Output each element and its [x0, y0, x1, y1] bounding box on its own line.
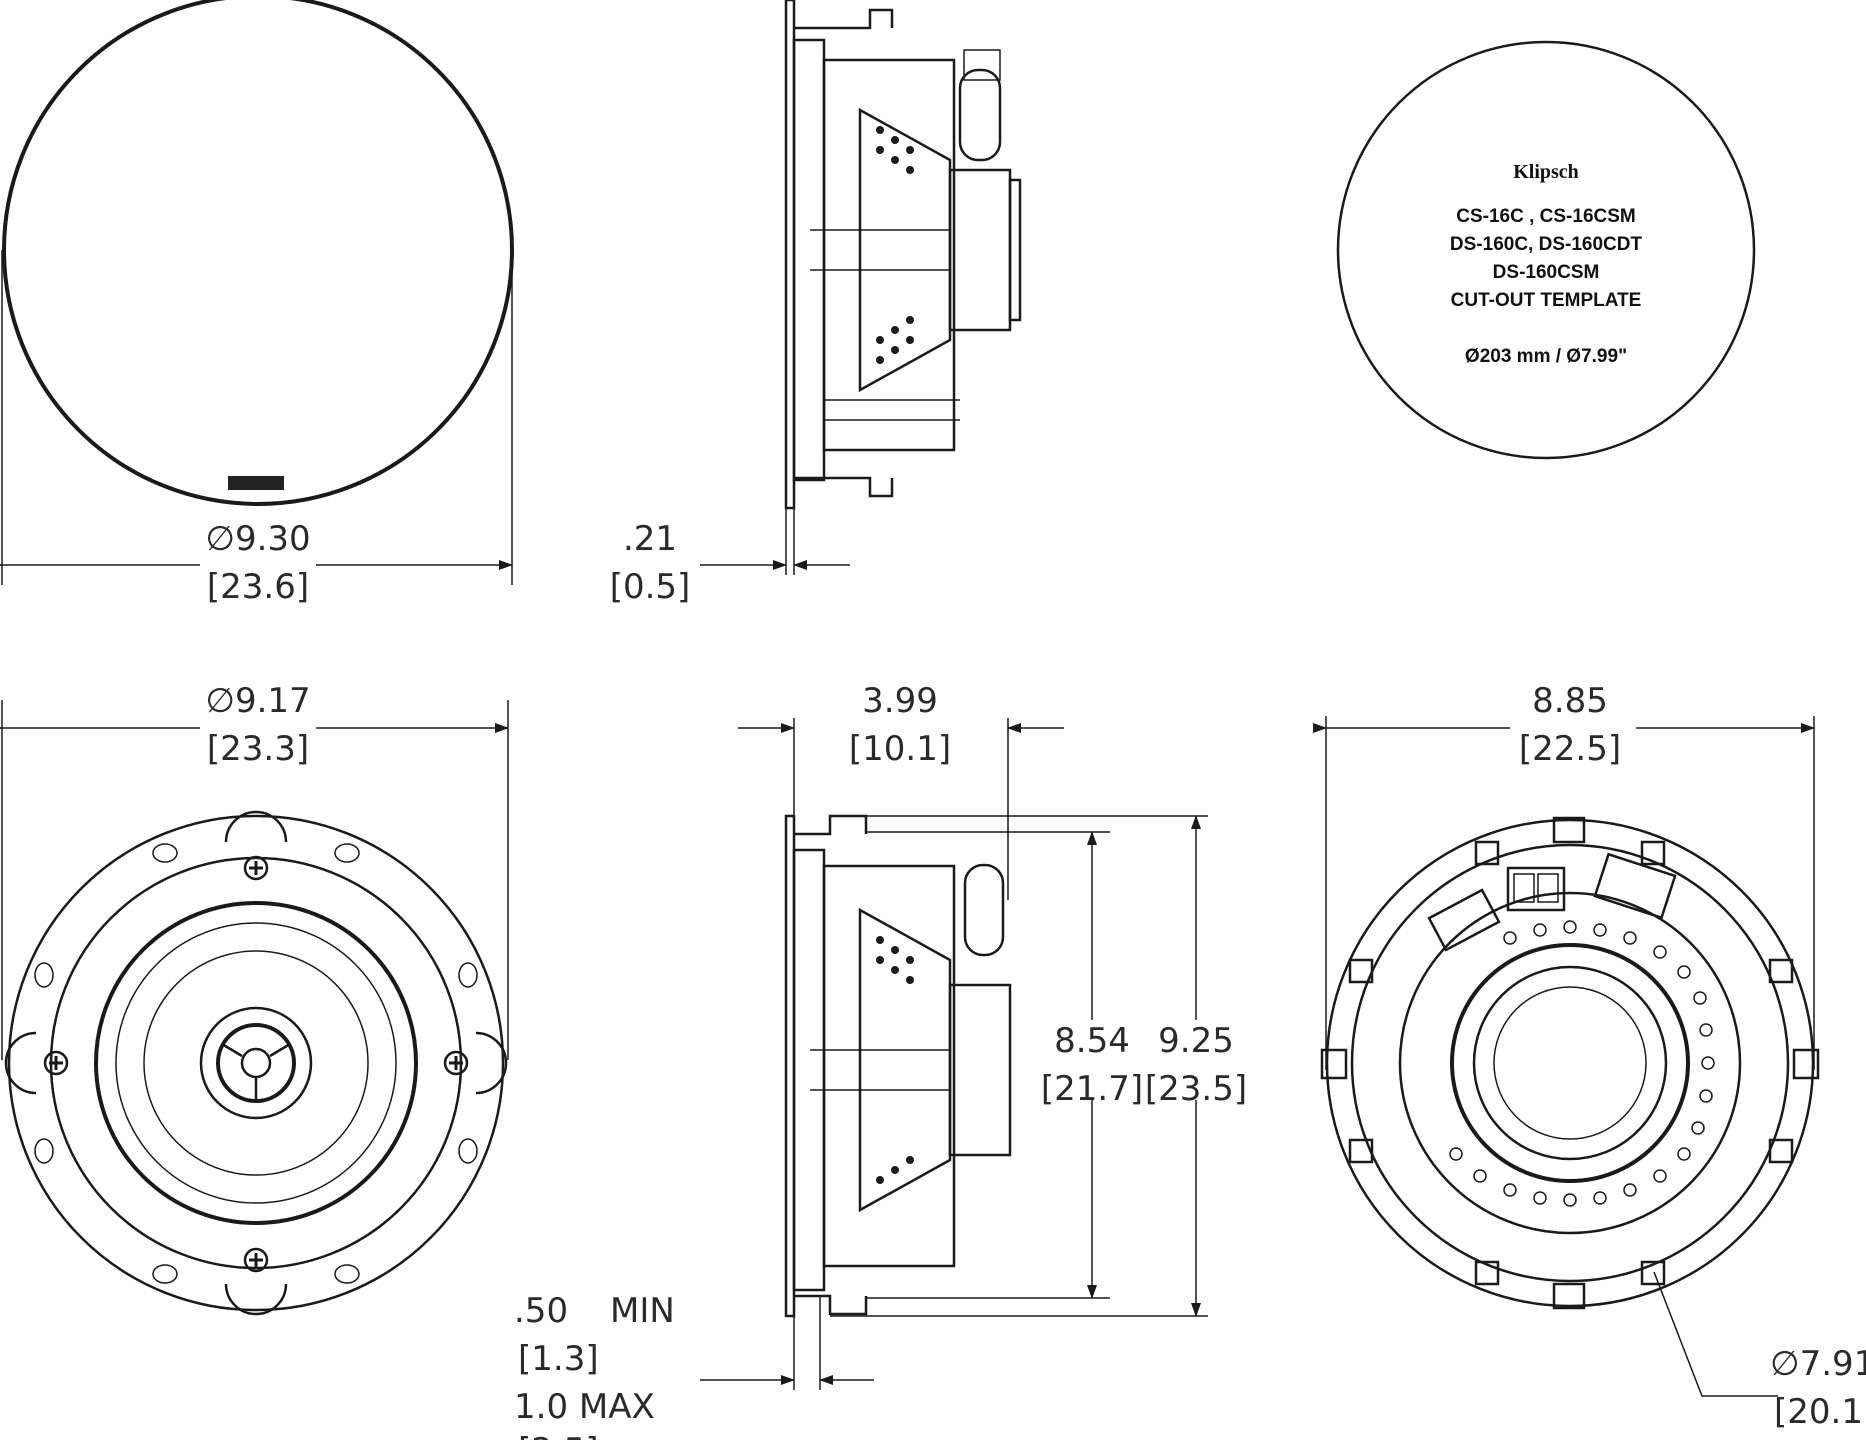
side-profile-top: .21 [0.5]: [610, 0, 1022, 607]
cutout-diameter-mm: [20.1]: [1774, 1392, 1866, 1432]
speaker-rear-view: 8.85 [22.5] ∅7: [1313, 681, 1866, 1432]
grille-thickness-mm: [0.5]: [610, 567, 691, 607]
grille-front-view: ∅9.30 [23.6]: [0, 0, 514, 607]
wall-min-in: .50: [514, 1291, 568, 1331]
grille-thickness-in: .21: [623, 519, 677, 559]
side-profile-bottom: 3.99 [10.1] 8.54 [21.7] 9.25 [23.5] .50 …: [514, 681, 1247, 1440]
frame-diameter-mm: [23.3]: [207, 729, 309, 769]
template-brand: Klipsch: [1513, 161, 1579, 183]
template-title: CUT-OUT TEMPLATE: [1451, 290, 1642, 311]
frame-diameter-in: ∅9.17: [205, 681, 310, 721]
speaker-front-view: ∅9.17 [23.3]: [0, 681, 509, 1316]
template-size: Ø203 mm / Ø7.99": [1465, 346, 1627, 367]
cutout-diameter-in: ∅7.91: [1770, 1344, 1866, 1384]
cutout-template: Klipsch CS-16C , CS-16CSM DS-160C, DS-16…: [1336, 40, 1756, 460]
wall-max-mm: [2.5]: [518, 1431, 599, 1440]
template-models-2: DS-160C, DS-160CDT: [1450, 234, 1643, 255]
template-models-3: DS-160CSM: [1493, 262, 1600, 283]
inner-height-in: 8.54: [1054, 1021, 1130, 1061]
outer-height-mm: [23.5]: [1145, 1069, 1247, 1109]
rear-diameter-mm: [22.5]: [1519, 729, 1621, 769]
wall-max-in: 1.0 MAX: [514, 1387, 655, 1427]
depth-in: 3.99: [862, 681, 938, 721]
template-models-1: CS-16C , CS-16CSM: [1456, 206, 1636, 227]
grille-diameter-in: ∅9.30: [205, 519, 310, 559]
rear-diameter-in: 8.85: [1532, 681, 1608, 721]
wall-min-label: MIN: [610, 1291, 675, 1331]
wall-min-mm: [1.3]: [518, 1339, 599, 1379]
inner-height-mm: [21.7]: [1041, 1069, 1143, 1109]
depth-mm: [10.1]: [849, 729, 951, 769]
outer-height-in: 9.25: [1158, 1021, 1234, 1061]
grille-diameter-mm: [23.6]: [207, 567, 309, 607]
grille-logo-mark: [228, 476, 284, 490]
